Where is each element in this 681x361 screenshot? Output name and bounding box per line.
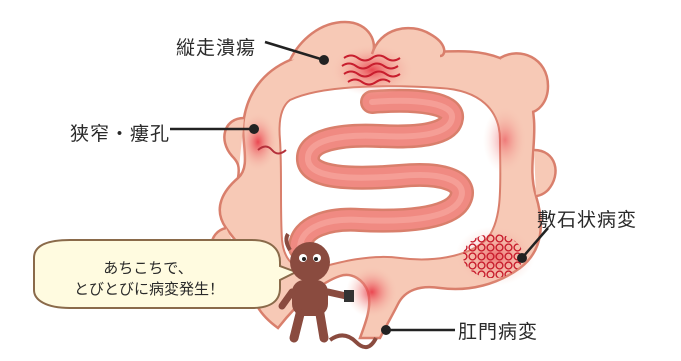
right-colon-inflammation — [483, 106, 527, 174]
label-longitudinal-ulcer: 縦走潰瘍 — [176, 37, 257, 59]
cobblestone-lesion — [455, 226, 535, 286]
pointer-lines — [170, 40, 549, 335]
stenosis-fistula-lesion — [238, 112, 287, 172]
label-anal-lesion: 肛門病変 — [458, 321, 539, 343]
label-cobblestone-lesion: 敷石状病変 — [537, 209, 638, 231]
anal-lesion — [346, 266, 398, 318]
label-stenosis-fistula: 狭窄・瘻孔 — [70, 123, 171, 145]
mascot-character — [278, 232, 378, 350]
longitudinal-ulcer-lesion — [330, 44, 414, 96]
small-intestine — [288, 88, 474, 260]
speech-bubble-line-1: あちこちで、 — [103, 259, 193, 277]
speech-bubble — [33, 239, 299, 309]
speech-bubble-line-2: とびとびに病変発生！ — [73, 280, 224, 298]
